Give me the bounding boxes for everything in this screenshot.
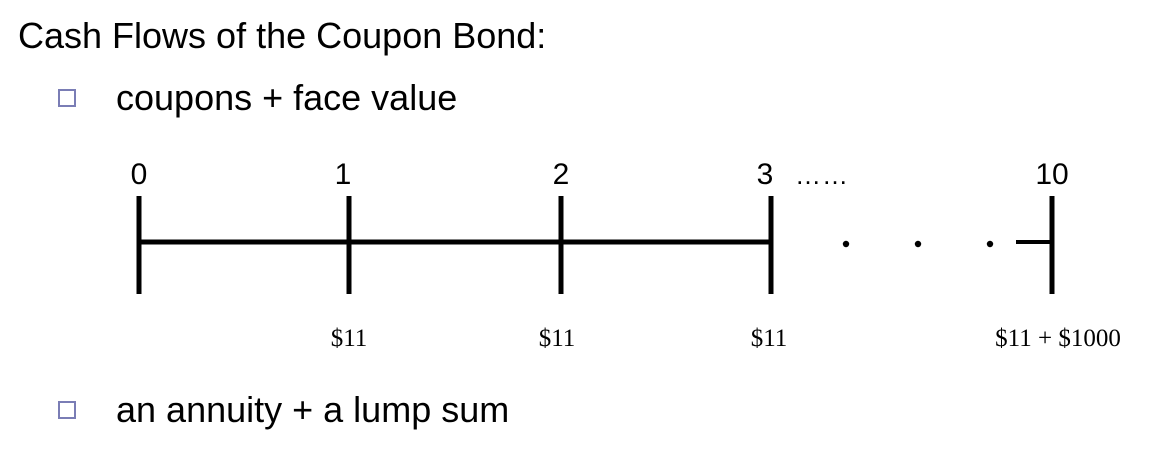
- bullet-text: an annuity + a lump sum: [116, 389, 510, 430]
- period-label-2: 2: [553, 158, 570, 191]
- bullet-coupons-face-value: coupons + face value: [58, 76, 457, 120]
- square-bullet-icon: [58, 89, 76, 107]
- continuation-dot: [842, 240, 850, 248]
- cash-flow-10: $11 + $1000: [995, 325, 1121, 352]
- continuation-dot: [986, 240, 994, 248]
- cash-flow-3: $11: [751, 325, 788, 352]
- period-label-1: 1: [335, 158, 352, 191]
- period-label-0: 0: [131, 158, 148, 191]
- period-label-10: 10: [1035, 158, 1068, 191]
- cash-flow-1: $11: [331, 325, 368, 352]
- period-label-3: 3: [757, 158, 774, 191]
- slide-title: Cash Flows of the Coupon Bond:: [18, 15, 547, 56]
- cash-flow-2: $11: [539, 325, 576, 352]
- square-bullet-icon: [58, 401, 76, 419]
- bullet-text: coupons + face value: [116, 77, 458, 118]
- period-ellipsis: ……: [795, 160, 849, 190]
- continuation-dot: [914, 240, 922, 248]
- bullet-annuity-lump-sum: an annuity + a lump sum: [58, 388, 509, 432]
